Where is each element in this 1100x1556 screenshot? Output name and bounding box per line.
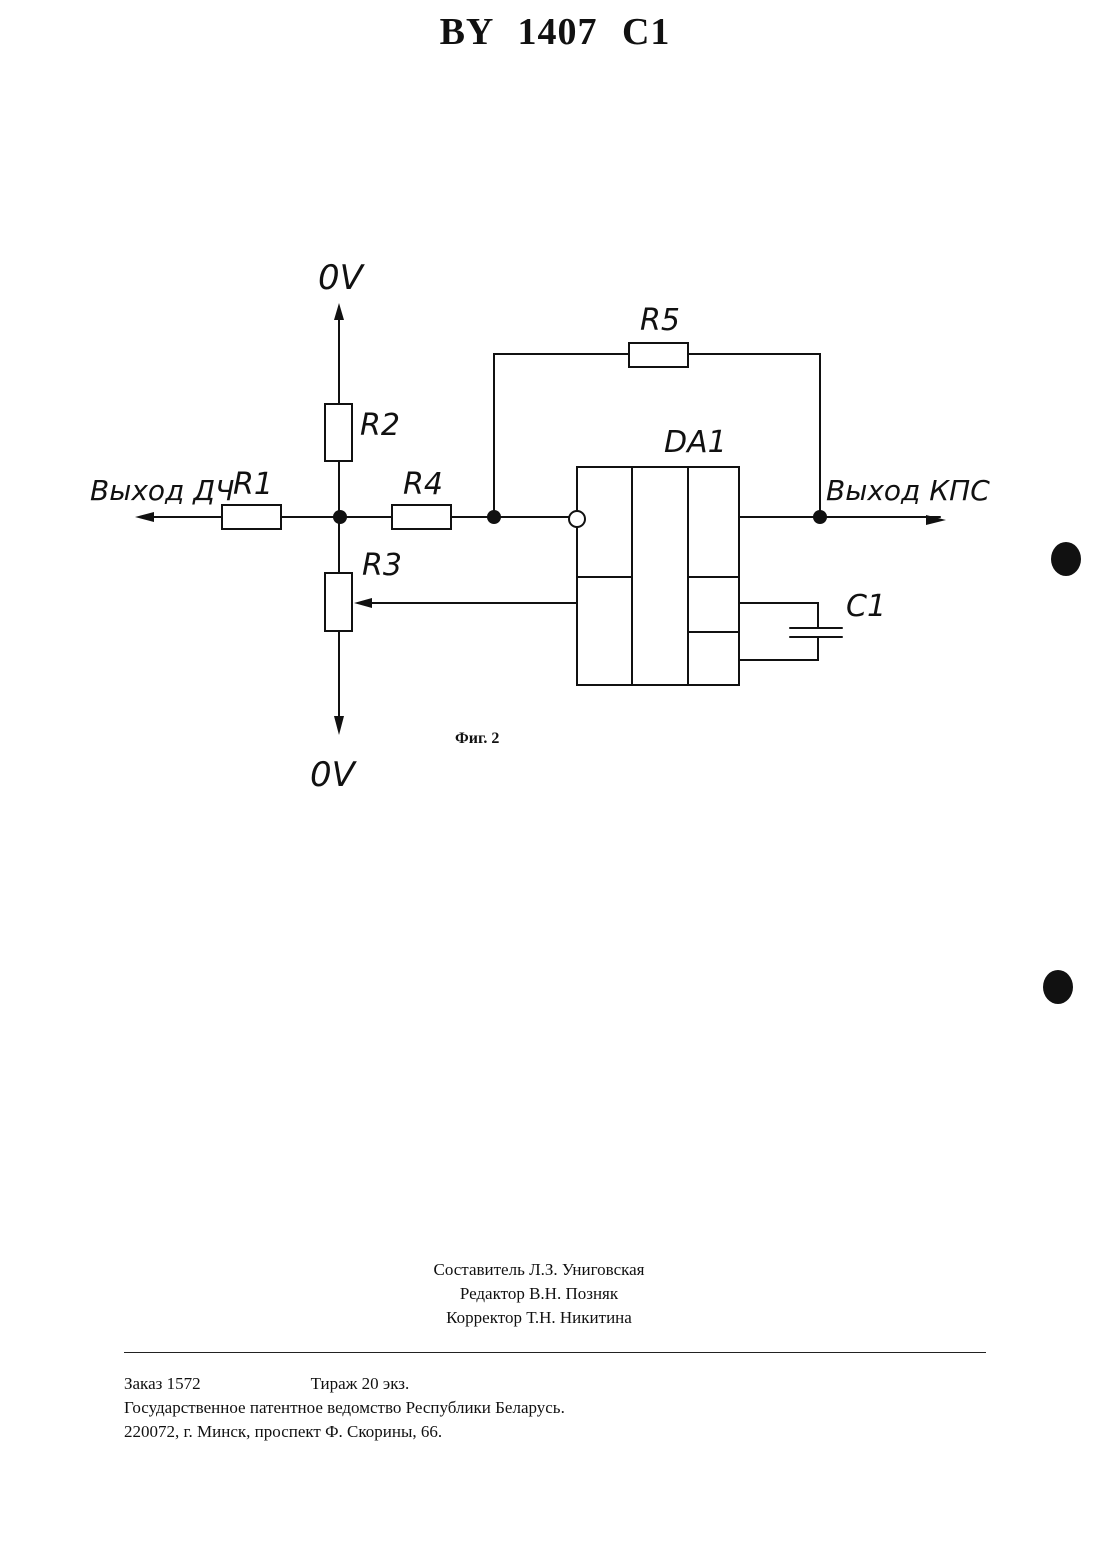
patent-office: Государственное патентное ведомство Респ… — [124, 1396, 565, 1420]
junction-node-output — [813, 510, 827, 524]
wire-c1-top — [739, 603, 818, 628]
label-r5: R5 — [640, 303, 680, 338]
label-output: Выход КПС — [826, 474, 990, 507]
circulation: Тираж 20 экз. — [311, 1372, 410, 1396]
label-da1: DA1 — [664, 425, 727, 460]
label-c1: C1 — [846, 589, 886, 624]
imprint-order-row: Заказ 1572 Тираж 20 экз. — [124, 1372, 565, 1396]
credit-compiler: Составитель Л.З. Униговская — [300, 1258, 778, 1282]
order-number: Заказ 1572 — [124, 1374, 201, 1393]
wire-c1-bottom — [739, 637, 818, 660]
office-address: 220072, г. Минск, проспект Ф. Скорины, 6… — [124, 1420, 565, 1444]
arrow-top-rail — [334, 303, 344, 320]
punch-hole — [1051, 542, 1081, 576]
arrow-input — [135, 512, 154, 522]
circuit-schematic: 0V 0V R2 R1 R4 R3 R5 DA1 C1 Выход ДЧ Вых… — [0, 0, 1100, 860]
label-r3: R3 — [362, 548, 402, 583]
punch-hole — [1043, 970, 1073, 1004]
ic-da1-inverting-input — [569, 511, 585, 527]
imprint-block: Заказ 1572 Тираж 20 экз. Государственное … — [124, 1372, 565, 1444]
resistor-r5 — [629, 343, 688, 367]
figure-caption: Фиг. 2 — [455, 730, 499, 748]
resistor-r4 — [392, 505, 451, 529]
resistor-r2 — [325, 404, 352, 461]
label-r2: R2 — [360, 408, 400, 443]
label-top-rail: 0V — [318, 258, 366, 298]
label-r1: R1 — [233, 467, 273, 502]
junction-node-r4-r5 — [487, 510, 501, 524]
arrow-bottom-rail — [334, 716, 344, 735]
arrow-wiper — [354, 598, 372, 608]
label-input: Выход ДЧ — [90, 474, 234, 507]
junction-node-r1-r2-r3 — [333, 510, 347, 524]
credit-editor: Редактор В.Н. Позняк — [300, 1282, 778, 1306]
resistor-r3 — [325, 573, 352, 631]
label-bottom-rail: 0V — [310, 755, 358, 795]
divider — [124, 1352, 986, 1353]
resistor-r1 — [222, 505, 281, 529]
credits-block: Составитель Л.З. Униговская Редактор В.Н… — [300, 1258, 778, 1330]
label-r4: R4 — [403, 467, 443, 502]
credit-corrector: Корректор Т.Н. Никитина — [300, 1306, 778, 1330]
